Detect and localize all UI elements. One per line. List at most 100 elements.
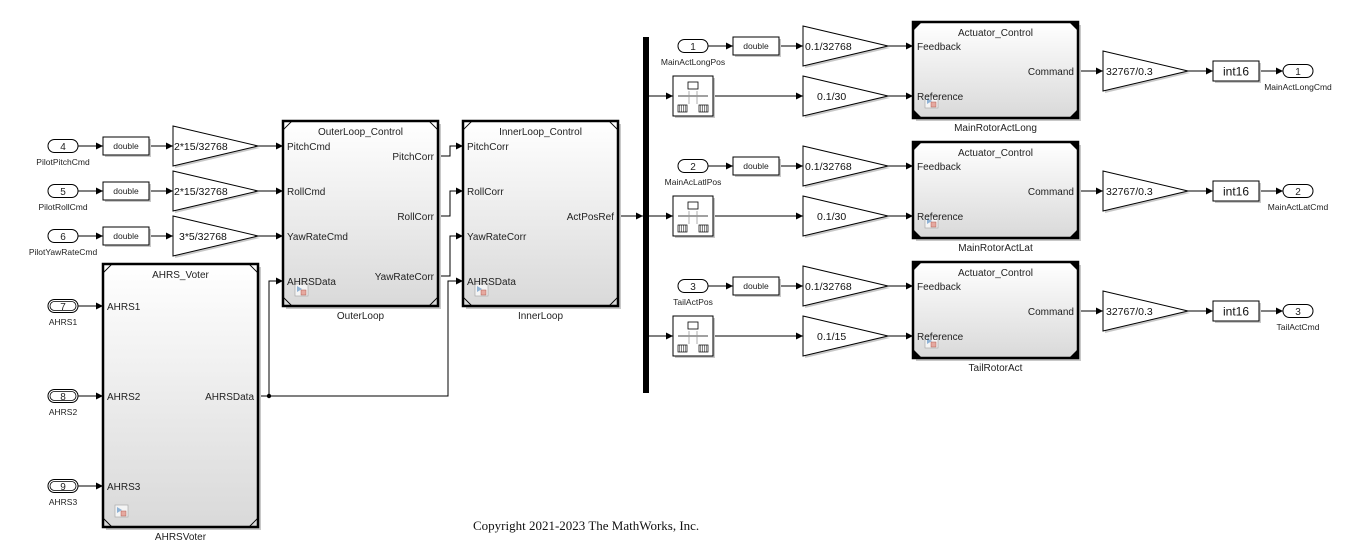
- gain-triangle[interactable]: [802, 315, 889, 357]
- data-type-conversion-block[interactable]: double: [732, 36, 781, 57]
- gain-triangle[interactable]: [802, 75, 889, 117]
- innerloop-input-port: RollCorr: [467, 187, 504, 198]
- subsystem-body[interactable]: [911, 260, 1080, 360]
- model-reference-icon[interactable]: [924, 215, 939, 229]
- rate-transition-block[interactable]: [672, 315, 715, 358]
- block-body[interactable]: [1212, 300, 1260, 322]
- gain-block[interactable]: 32767/0.3: [1102, 290, 1190, 333]
- port-number: 4: [60, 142, 66, 153]
- subsystem-body[interactable]: [911, 140, 1080, 240]
- block-body[interactable]: [102, 181, 150, 201]
- gain-triangle[interactable]: [1102, 290, 1189, 332]
- outport-shape[interactable]: [1282, 64, 1314, 78]
- inport-shape[interactable]: [677, 159, 709, 173]
- model-reference-icon[interactable]: [924, 95, 939, 109]
- gain-triangle[interactable]: [172, 215, 259, 257]
- bus-selector-bar[interactable]: [643, 37, 649, 393]
- inport-shape[interactable]: [677, 39, 709, 53]
- model-reference-icon[interactable]: [294, 283, 309, 297]
- gain-block[interactable]: 0.1/32768: [802, 145, 890, 188]
- block-body[interactable]: [732, 276, 780, 296]
- data-type-conversion-block[interactable]: double: [732, 276, 781, 297]
- subsystem-body[interactable]: [281, 119, 440, 308]
- gain-triangle[interactable]: [1102, 170, 1189, 212]
- gain-block[interactable]: 0.1/32768: [802, 265, 890, 308]
- gain-triangle[interactable]: [802, 25, 889, 67]
- data-type-conversion-block[interactable]: double: [102, 136, 151, 157]
- data-type-conversion-block[interactable]: double: [732, 156, 781, 177]
- signal-ahrsdata-to-innerloop[interactable]: [258, 277, 463, 397]
- gain-triangle[interactable]: [802, 145, 889, 187]
- inport-shape[interactable]: [47, 299, 79, 313]
- rate-transition-block[interactable]: [672, 75, 715, 118]
- subsystem-body[interactable]: [911, 20, 1080, 120]
- block-body[interactable]: [102, 136, 150, 156]
- inport-shape[interactable]: [47, 389, 79, 403]
- model-reference-icon[interactable]: [474, 283, 489, 297]
- signal-ahrsdata-to-outerloop[interactable]: [268, 277, 283, 396]
- corner-mark: [608, 296, 619, 307]
- corner-mark: [1069, 349, 1078, 358]
- signal-yawratecorr[interactable]: [438, 232, 463, 277]
- gain-block[interactable]: 0.1/32768: [802, 25, 890, 68]
- data-type-conversion-block[interactable]: int16: [1212, 300, 1261, 323]
- gain-triangle[interactable]: [1102, 50, 1189, 92]
- gain-block[interactable]: 0.1/30: [802, 195, 890, 238]
- corner-mark: [1069, 262, 1078, 271]
- gain-block[interactable]: 0.1/15: [802, 315, 890, 358]
- inport-shape[interactable]: [47, 229, 79, 243]
- gain-triangle[interactable]: [802, 195, 889, 237]
- rate-transition-block[interactable]: [672, 195, 715, 238]
- inport-shape[interactable]: [47, 139, 79, 153]
- corner-mark: [282, 120, 293, 131]
- gain-block[interactable]: 0.1/30: [802, 75, 890, 118]
- inport-shape[interactable]: [47, 184, 79, 198]
- block-body[interactable]: [1212, 60, 1260, 82]
- gain-block[interactable]: 2*15/32768: [172, 170, 260, 213]
- outport-shape[interactable]: [1282, 304, 1314, 318]
- gain-block[interactable]: 3*5/32768: [172, 215, 260, 258]
- gain-value: 0.1/30: [817, 91, 846, 103]
- data-type-conversion-block[interactable]: int16: [1212, 180, 1261, 203]
- outport-shape[interactable]: [1282, 184, 1314, 198]
- block-body[interactable]: [1212, 180, 1260, 202]
- block-body[interactable]: [102, 226, 150, 246]
- gain-block[interactable]: 32767/0.3: [1102, 50, 1190, 93]
- model-reference-icon[interactable]: [114, 504, 129, 518]
- subsystem-body[interactable]: [101, 262, 260, 529]
- block-body[interactable]: [732, 156, 780, 176]
- gain-block[interactable]: 2*15/32768: [172, 125, 260, 168]
- signal-pitchcorr[interactable]: [438, 142, 463, 157]
- gain-triangle[interactable]: [172, 170, 259, 212]
- data-type-conversion-block[interactable]: double: [102, 181, 151, 202]
- gain-block[interactable]: 32767/0.3: [1102, 170, 1190, 213]
- signal-rollcorr[interactable]: [438, 187, 463, 217]
- data-type-conversion-block[interactable]: int16: [1212, 60, 1261, 83]
- subsystem-body[interactable]: [461, 119, 620, 308]
- inport-shape[interactable]: [677, 279, 709, 293]
- gain-triangle[interactable]: [802, 265, 889, 307]
- data-type-conversion-block[interactable]: double: [102, 226, 151, 247]
- gain-triangle[interactable]: [172, 125, 259, 167]
- block-body[interactable]: [732, 36, 780, 56]
- inport-shape[interactable]: [47, 479, 79, 493]
- model-reference-icon[interactable]: [924, 335, 939, 349]
